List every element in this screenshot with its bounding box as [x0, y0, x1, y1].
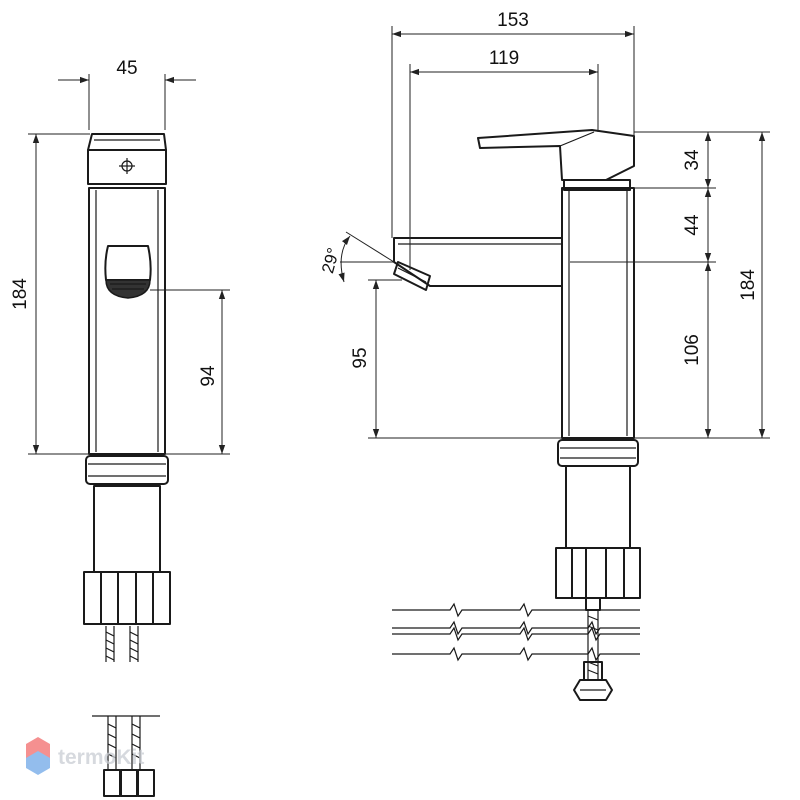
spout-clearance-label: 95	[350, 347, 371, 368]
side-shank	[565, 465, 631, 549]
dimension-spout-reach: 119	[409, 48, 599, 270]
termokit-logo-icon	[26, 737, 50, 775]
dimension-spout-height-front: 94	[150, 289, 230, 455]
side-body	[561, 187, 635, 439]
front-shank	[93, 485, 161, 573]
front-hoses-top	[105, 626, 139, 662]
side-spout	[393, 237, 563, 291]
front-aerator	[104, 245, 152, 299]
side-hose	[573, 610, 613, 701]
dimension-reach: 153	[391, 10, 635, 238]
dimension-width: 45	[58, 58, 196, 130]
front-view: 45 184 94	[10, 58, 230, 797]
dimension-spout-clearance: 95	[350, 279, 562, 439]
dimension-total-height: 184	[738, 132, 766, 438]
side-stem	[585, 597, 601, 611]
reach-label: 153	[497, 10, 529, 31]
spout-offset-label: 44	[682, 214, 703, 236]
side-neck	[563, 179, 631, 191]
handle-height-label: 34	[682, 149, 703, 171]
side-base-ring	[557, 439, 639, 467]
front-base-ring	[85, 455, 169, 485]
front-hoses-bottom	[92, 715, 160, 797]
width-label: 45	[116, 58, 137, 79]
spout-reach-label: 119	[489, 48, 519, 69]
total-height-label: 184	[738, 269, 759, 301]
side-lever	[477, 129, 635, 181]
front-height-label: 184	[10, 278, 31, 310]
dimension-body-height: 106	[682, 262, 712, 438]
dimension-spout-angle: 29°	[318, 231, 395, 283]
crosshair-icon	[119, 158, 135, 174]
front-spout-height-label: 94	[198, 365, 219, 387]
body-height-label: 106	[682, 334, 703, 366]
mounting-surface-lines	[392, 602, 640, 662]
watermark: termoKit	[26, 737, 144, 775]
dimension-height-front: 184	[10, 133, 90, 455]
side-lock-nut	[555, 547, 641, 599]
front-handle	[87, 133, 167, 185]
dimension-spout-offset: 44	[682, 188, 712, 262]
side-view: 153 119 34 44 106 184	[318, 10, 770, 701]
dimension-handle-height: 34	[682, 132, 712, 188]
front-body	[88, 187, 166, 455]
watermark-text: termoKit	[58, 746, 144, 769]
front-lock-nut	[83, 571, 171, 625]
spout-angle-label: 29°	[318, 246, 343, 276]
